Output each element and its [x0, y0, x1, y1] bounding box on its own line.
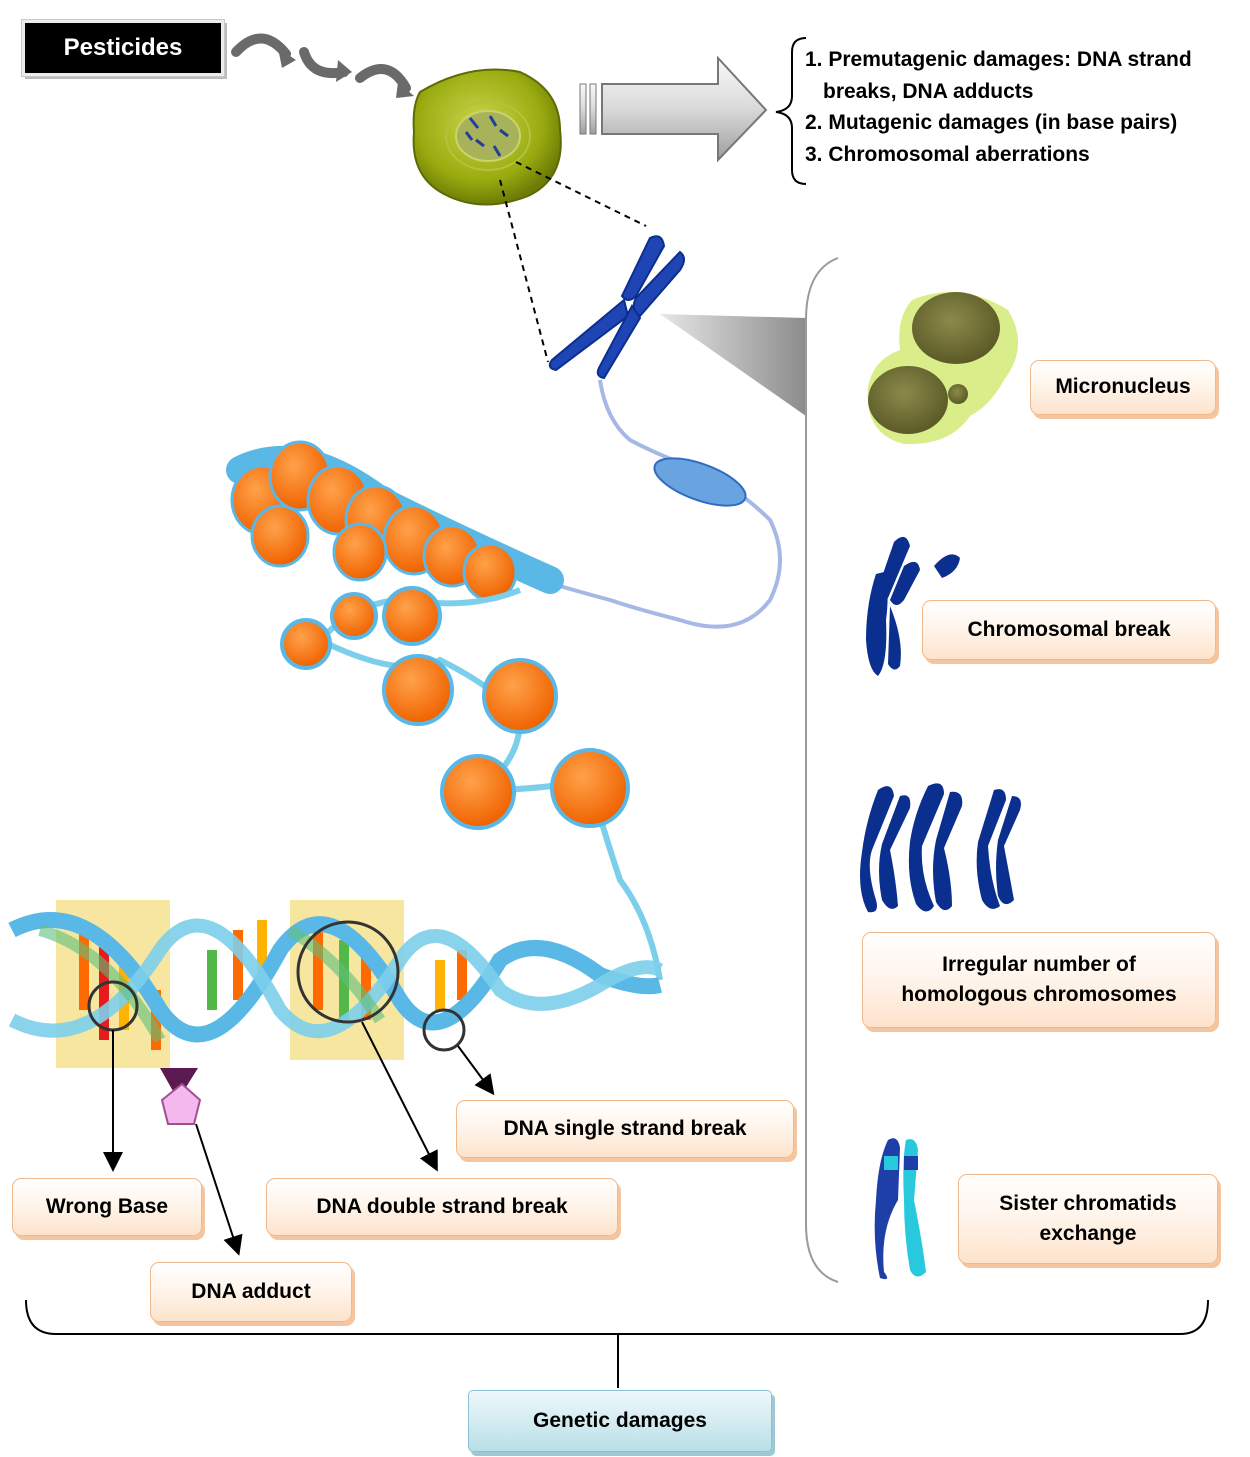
effects-list-item: 1. Premutagenic damages: DNA strand: [805, 48, 1192, 71]
effects-list-item: breaks, DNA adducts: [823, 79, 1034, 103]
dna-adduct-label: DNA adduct: [150, 1262, 352, 1322]
chromosome-illustration: [548, 235, 685, 380]
single-strand-break-label: DNA single strand break: [456, 1100, 794, 1158]
beads-on-string: [280, 586, 663, 981]
zoom-lines: [499, 161, 647, 363]
aberrations-bracket: [805, 257, 839, 1283]
cell-illustration: [412, 68, 562, 206]
big-right-arrow: [579, 55, 768, 163]
zoom-cone: [660, 314, 806, 416]
wrong-base-label: Wrong Base: [12, 1178, 202, 1236]
connector-arrows: [103, 1021, 495, 1256]
chromosomal-break-label: Chromosomal break: [922, 600, 1216, 660]
chromosomal-break-illustration: [866, 536, 960, 676]
list-brace: [775, 37, 807, 185]
curved-arrow-heads: [278, 48, 414, 98]
effects-list-item: 2. Mutagenic damages (in base pairs): [805, 111, 1178, 134]
irregular-number-label: Irregular number of homologous chromosom…: [862, 932, 1216, 1028]
micronucleus-illustration: [867, 292, 1019, 445]
genetic-damages-label: Genetic damages: [468, 1390, 772, 1452]
chromatin-fiber: [653, 457, 747, 507]
curved-arrows: [231, 33, 411, 93]
dna-helix: [8, 900, 664, 1068]
chromatin-coil: [545, 379, 782, 629]
sister-chromatid-illustration: [874, 1138, 926, 1280]
effects-list-item: 3. Chromosomal aberrations: [805, 142, 1090, 166]
irregular-chromosomes-illustration: [860, 783, 1021, 913]
adduct-shape: [160, 1068, 202, 1125]
effects-list: 1. Premutagenic damages: DNA strand brea…: [805, 44, 1245, 170]
pesticides-label: Pesticides: [21, 19, 225, 77]
sister-chromatid-label: Sister chromatids exchange: [958, 1174, 1218, 1264]
micronucleus-label: Micronucleus: [1030, 360, 1216, 415]
double-strand-break-label: DNA double strand break: [266, 1178, 618, 1236]
nucleosome-fiber: [226, 440, 564, 602]
